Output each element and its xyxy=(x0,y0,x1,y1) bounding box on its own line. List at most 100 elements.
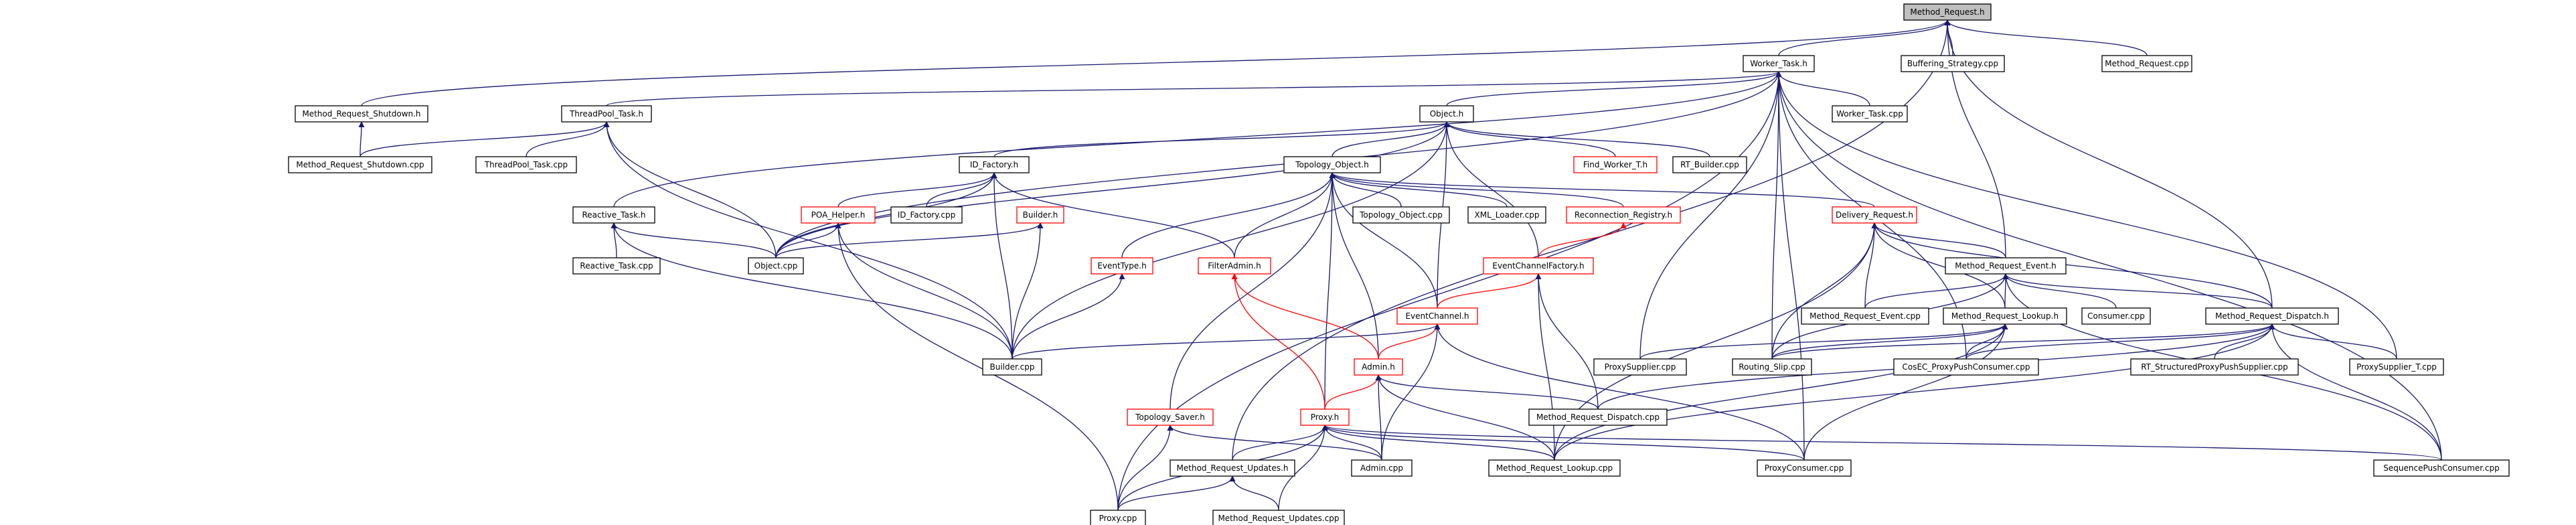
node-method-request-shutdown-cpp[interactable]: Method_Request_Shutdown.cpp xyxy=(288,156,432,173)
node-worker-task-h[interactable]: Worker_Task.h xyxy=(1743,55,1815,72)
node-cosec-proxypushconsumer-cpp[interactable]: CosEC_ProxyPushConsumer.cpp xyxy=(1893,358,2039,376)
node-topology-object-h[interactable]: Topology_Object.h xyxy=(1283,156,1381,173)
node-box xyxy=(1566,206,1681,224)
node-admin-h[interactable]: Admin.h xyxy=(1354,358,1403,376)
node-box xyxy=(1743,55,1815,72)
node-box xyxy=(2349,358,2444,376)
node-method-request-dispatch-cpp[interactable]: Method_Request_Dispatch.cpp xyxy=(1528,408,1668,426)
node-worker-task-cpp[interactable]: Worker_Task.cpp xyxy=(1832,105,1908,123)
node-poa-helper-h[interactable]: POA_Helper.h xyxy=(801,206,876,224)
node-method-request-shutdown-h[interactable]: Method_Request_Shutdown.h xyxy=(295,105,428,123)
edge-poa_helper_h-to-proxy_cpp xyxy=(835,222,1119,511)
edge-object_h-to-rt_builder_cpp xyxy=(1443,121,1710,157)
node-rt-builder-cpp[interactable]: RT_Builder.cpp xyxy=(1672,156,1747,173)
node-proxysupplier-cpp[interactable]: ProxySupplier.cpp xyxy=(1593,358,1687,376)
edge-id_factory_h-to-builder_cpp xyxy=(991,172,1013,360)
node-proxy-h[interactable]: Proxy.h xyxy=(1300,408,1350,426)
node-eventchannelfactory-h[interactable]: EventChannelFactory.h xyxy=(1483,257,1594,275)
node-proxyconsumer-cpp[interactable]: ProxyConsumer.cpp xyxy=(1757,459,1852,477)
edge-eventchannelfactory_h-to-eventchannel_h xyxy=(1437,273,1542,309)
edge-method_request_h-to-method_request_updates_h xyxy=(1232,19,1951,461)
edge-eventchannelfactory_h-to-method_request_lookup_cpp xyxy=(1535,273,1555,461)
node-reconnection-registry-h[interactable]: Reconnection_Registry.h xyxy=(1566,206,1681,224)
node-reactive-task-h[interactable]: Reactive_Task.h xyxy=(572,206,655,224)
node-xml-loader-cpp[interactable]: XML_Loader.cpp xyxy=(1467,206,1546,224)
edge-topology_object_h-to-eventchannel_h xyxy=(1329,172,1438,309)
edge-topology_object_h-to-eventtype_h xyxy=(1121,172,1336,258)
node-label: Worker_Task.cpp xyxy=(1836,109,1903,119)
node-box xyxy=(572,257,661,275)
node-label: Reactive_Task.cpp xyxy=(580,261,653,271)
node-method-request-event-cpp[interactable]: Method_Request_Event.cpp xyxy=(1801,307,1929,325)
node-eventchannel-h[interactable]: EventChannel.h xyxy=(1396,307,1478,325)
node-box xyxy=(1528,408,1668,426)
node-box xyxy=(1488,459,1621,477)
node-builder-cpp[interactable]: Builder.cpp xyxy=(982,358,1042,376)
node-label: ThreadPool_Task.h xyxy=(569,109,643,119)
node-admin-cpp[interactable]: Admin.cpp xyxy=(1351,459,1413,477)
node-proxy-cpp[interactable]: Proxy.cpp xyxy=(1090,510,1146,525)
node-topology-object-cpp[interactable]: Topology_Object.cpp xyxy=(1352,206,1450,224)
node-routing-slip-cpp[interactable]: Routing_Slip.cpp xyxy=(1732,358,1812,376)
edge-delivery_request_h-to-method_request_event_h xyxy=(1871,222,2006,258)
node-label: Builder.h xyxy=(1023,210,1058,220)
node-builder-h[interactable]: Builder.h xyxy=(1016,206,1064,224)
node-threadpool-task-h[interactable]: ThreadPool_Task.h xyxy=(561,105,652,123)
edge-method_request_lookup_h-to-method_request_lookup_cpp xyxy=(1554,323,2008,461)
node-sequencepushconsumer-cpp[interactable]: SequencePushConsumer.cpp xyxy=(2373,459,2510,477)
node-label: Buffering_Strategy.cpp xyxy=(1907,59,1998,68)
edge-delivery_request_h-to-method_request_dispatch_h xyxy=(1871,222,2273,309)
node-method-request-lookup-h[interactable]: Method_Request_Lookup.h xyxy=(1943,307,2067,325)
node-rt-structuredproxypushsupplier-cpp[interactable]: RT_StructuredProxyPushSupplier.cpp xyxy=(2130,358,2299,376)
edge-topology_saver_h-to-proxy_cpp xyxy=(1117,425,1174,511)
node-delivery-request-h[interactable]: Delivery_Request.h xyxy=(1832,206,1917,224)
node-reactive-task-cpp[interactable]: Reactive_Task.cpp xyxy=(572,257,661,275)
node-method-request-lookup-cpp[interactable]: Method_Request_Lookup.cpp xyxy=(1488,459,1621,477)
node-method-request-event-h[interactable]: Method_Request_Event.h xyxy=(1945,257,2067,275)
node-method-request-updates-h[interactable]: Method_Request_Updates.h xyxy=(1170,459,1295,477)
node-label: RT_Builder.cpp xyxy=(1680,160,1739,169)
edge-id_factory_h-to-id_factory_cpp xyxy=(926,172,997,208)
node-consumer-cpp[interactable]: Consumer.cpp xyxy=(2081,307,2151,325)
node-buffering-strategy-cpp[interactable]: Buffering_Strategy.cpp xyxy=(1901,55,2005,72)
node-label: EventType.h xyxy=(1097,261,1146,271)
node-box xyxy=(1573,156,1658,173)
node-proxysupplier-t-cpp[interactable]: ProxySupplier_T.cpp xyxy=(2349,358,2444,376)
node-box xyxy=(1419,105,1474,123)
node-box xyxy=(1467,206,1546,224)
edge-delivery_request_h-to-routing_slip_cpp xyxy=(1771,222,1878,360)
edge-delivery_request_h-to-method_request_event_cpp xyxy=(1864,222,1878,309)
edge-reactive_task_h-to-builder_cpp xyxy=(611,222,1013,360)
node-box xyxy=(1801,307,1929,325)
edge-eventtype_h-to-builder_cpp xyxy=(1012,273,1125,360)
node-topology-saver-h[interactable]: Topology_Saver.h xyxy=(1127,408,1214,426)
node-label: POA_Helper.h xyxy=(811,210,866,220)
node-id-factory-cpp[interactable]: ID_Factory.cpp xyxy=(890,206,963,224)
node-box xyxy=(1893,358,2039,376)
node-object-h[interactable]: Object.h xyxy=(1419,105,1474,123)
node-object-cpp[interactable]: Object.cpp xyxy=(748,257,804,275)
edge-method_request_updates_h-to-method_request_updates_cpp xyxy=(1229,475,1279,511)
node-box xyxy=(1757,459,1852,477)
node-method-request-dispatch-h[interactable]: Method_Request_Dispatch.h xyxy=(2205,307,2339,325)
node-label: ThreadPool_Task.cpp xyxy=(484,160,568,169)
node-label: Admin.cpp xyxy=(1360,463,1403,473)
dependency-edges xyxy=(358,19,2442,511)
edge-method_request_h-to-worker_task_h xyxy=(1778,19,1951,56)
edge-method_request_dispatch_h-to-sequencepushconsumer_cpp xyxy=(2269,323,2442,461)
node-label: Worker_Task.h xyxy=(1750,59,1807,68)
node-label: Method_Request_Lookup.cpp xyxy=(1496,463,1613,473)
edge-id_factory_h-to-object_cpp xyxy=(775,172,997,258)
node-eventtype-h[interactable]: EventType.h xyxy=(1091,257,1153,275)
edge-method_request_h-to-method_request_dispatch_h xyxy=(1944,19,2273,309)
edge-admin_h-to-method_request_dispatch_cpp xyxy=(1375,374,1599,410)
node-method-request-updates-cpp[interactable]: Method_Request_Updates.cpp xyxy=(1212,510,1345,525)
node-filteradmin-h[interactable]: FilterAdmin.h xyxy=(1198,257,1271,275)
node-id-factory-h[interactable]: ID_Factory.h xyxy=(959,156,1030,173)
node-label: ID_Factory.h xyxy=(970,160,1018,169)
edge-proxy_h-to-method_request_updates_h xyxy=(1232,425,1328,461)
node-method-request-cpp[interactable]: Method_Request.cpp xyxy=(2101,55,2192,72)
node-threadpool-task-cpp[interactable]: ThreadPool_Task.cpp xyxy=(475,156,577,173)
node-find-worker-t-h[interactable]: Find_Worker_T.h xyxy=(1573,156,1658,173)
node-label: FilterAdmin.h xyxy=(1208,261,1261,271)
